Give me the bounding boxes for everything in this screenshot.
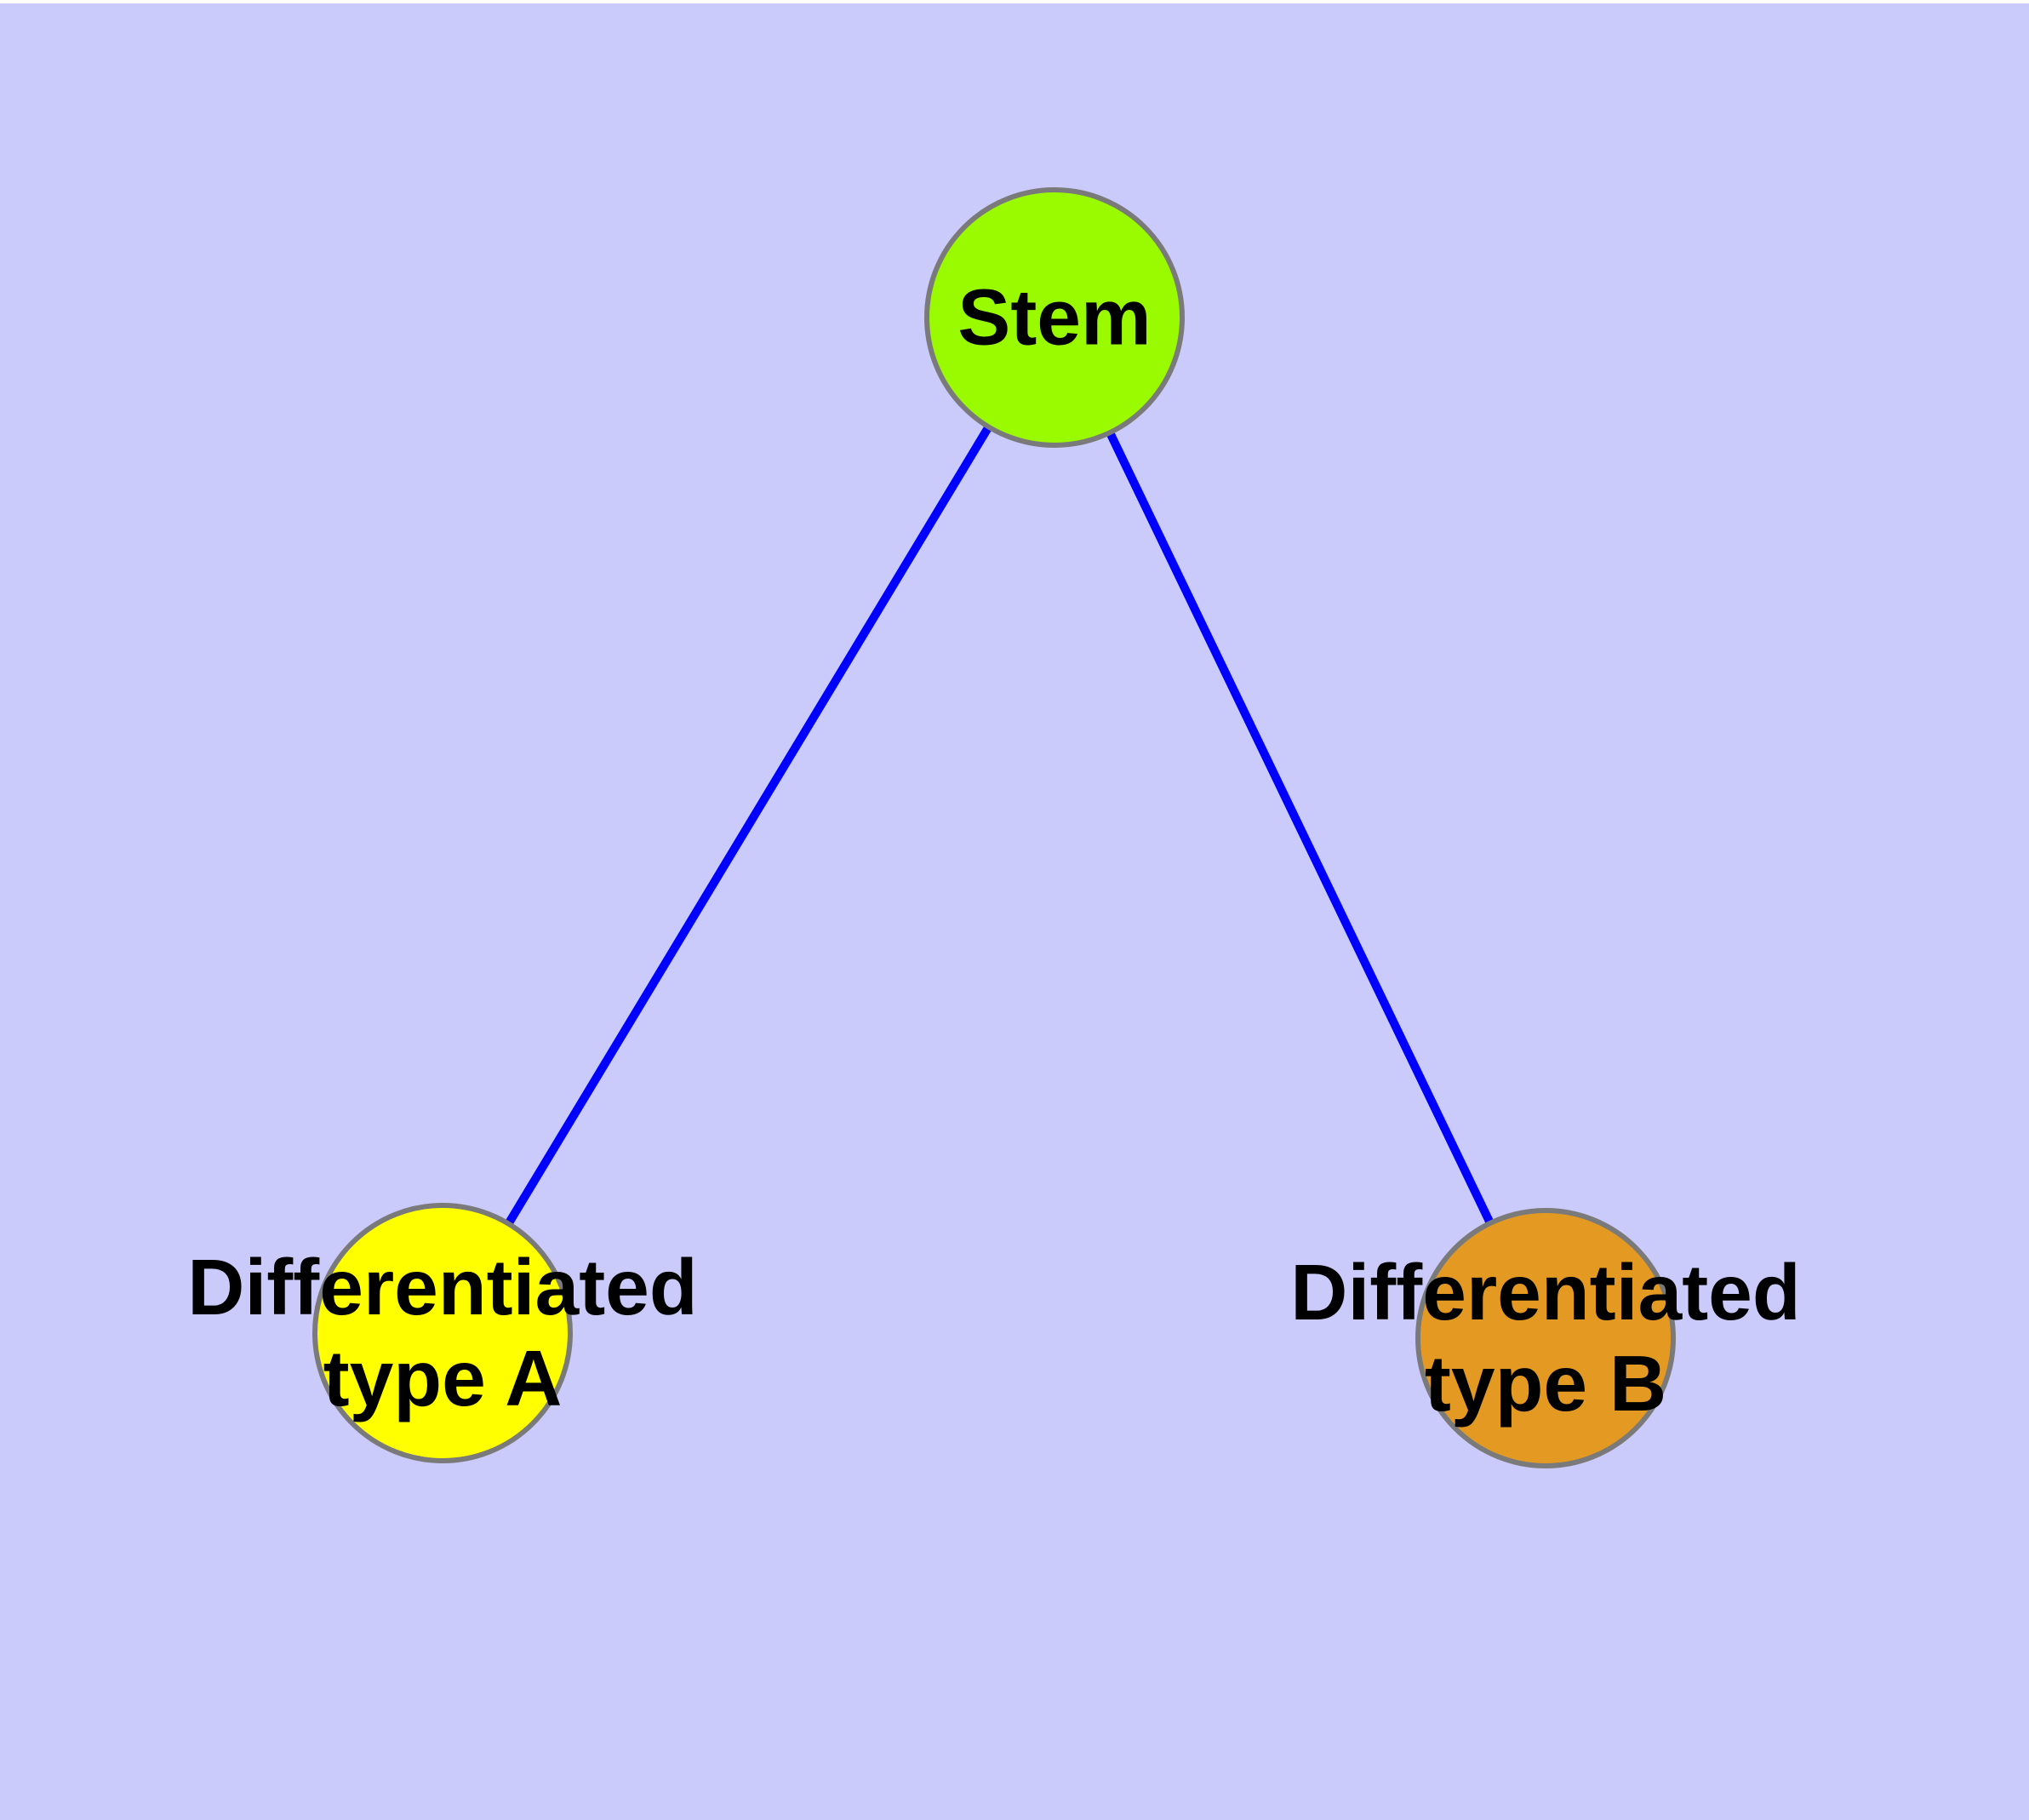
node-label-line: type A [323,1334,563,1422]
node-differentiated-type-a [312,1203,573,1463]
node-label-line: Differentiated [187,1243,698,1331]
node-differentiated-type-b [1415,1208,1676,1468]
edge-stem-to-type-a [438,315,1059,1336]
node-label-line: type B [1424,1339,1667,1428]
node-label-stem: Stem [957,272,1152,362]
node-label-differentiated-type-b: Differentiated type B [1290,1247,1800,1429]
edge-stem-to-type-b [1050,315,1550,1341]
node-stem [924,187,1185,448]
top-margin [0,0,2029,3]
node-label-differentiated-type-a: Differentiated type A [187,1242,697,1424]
node-label-line: Differentiated [1290,1248,1801,1336]
